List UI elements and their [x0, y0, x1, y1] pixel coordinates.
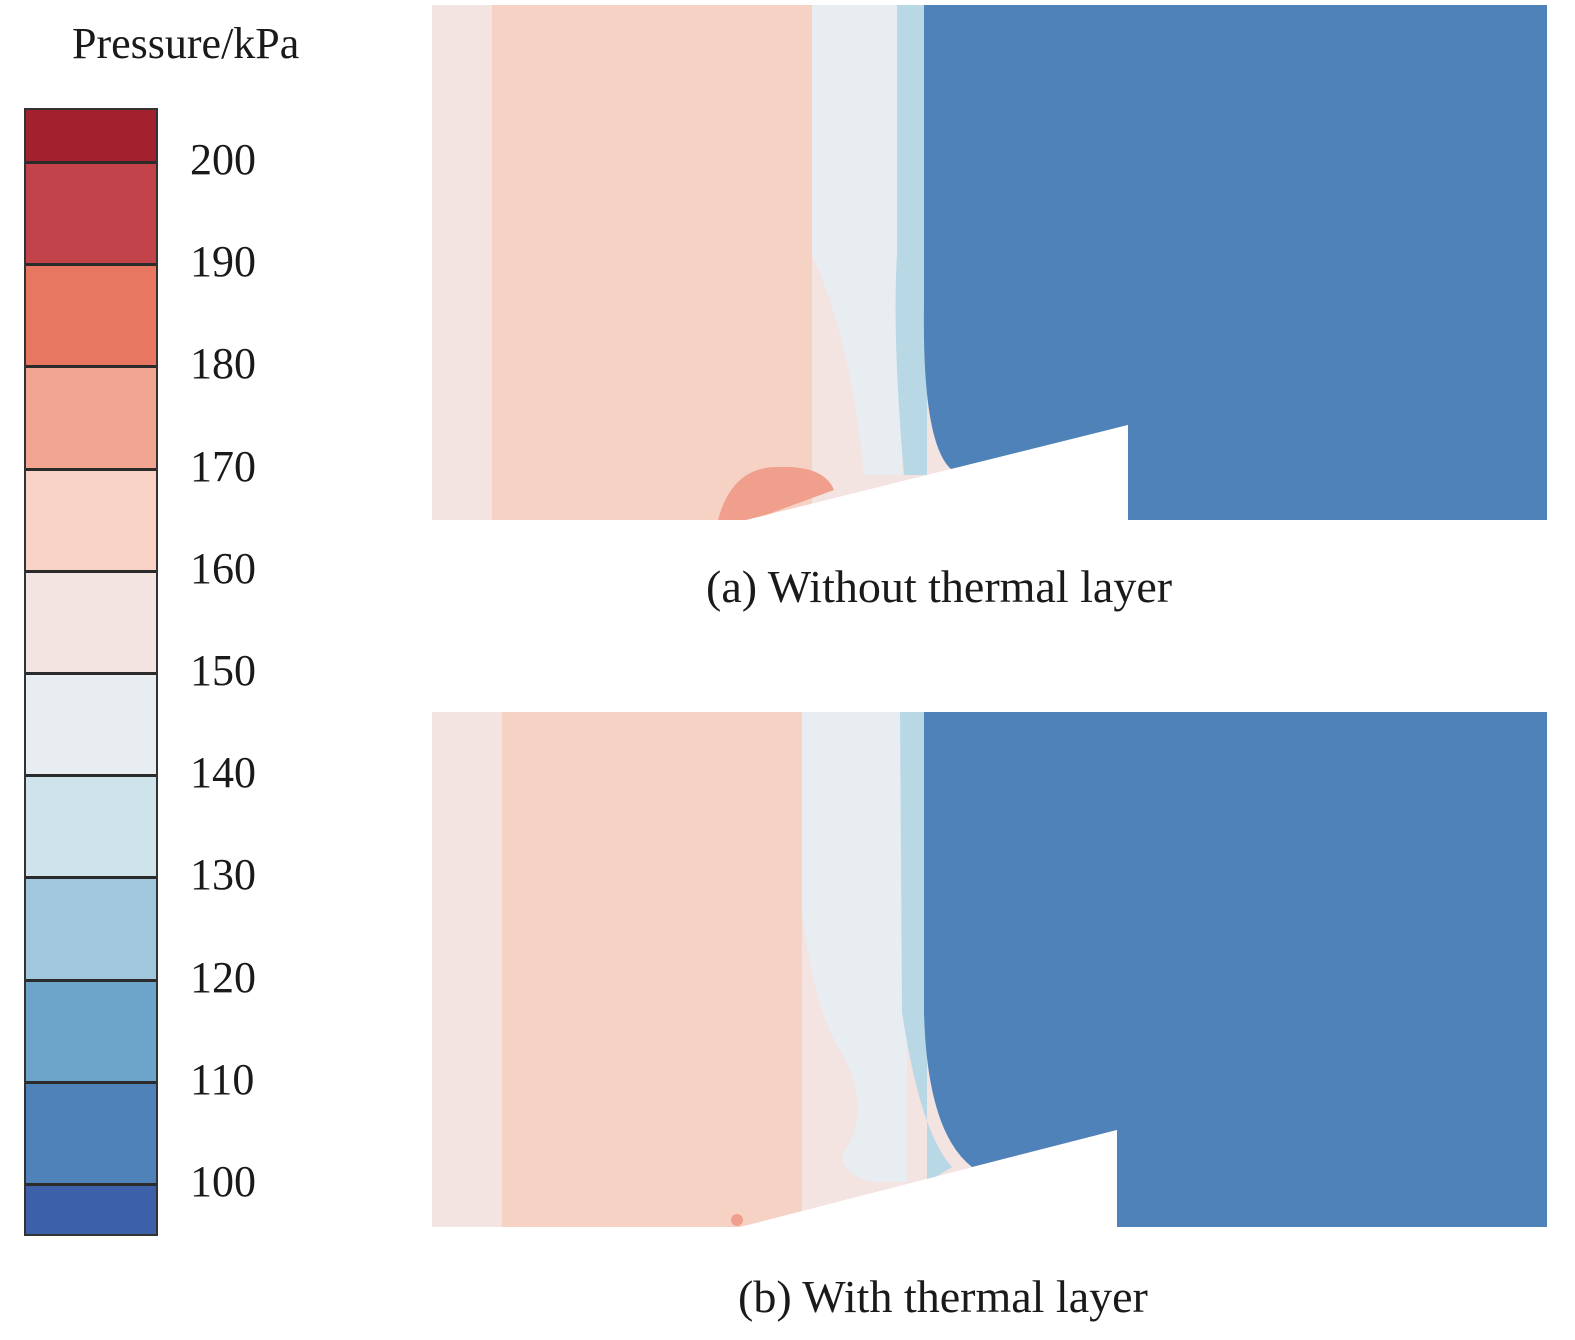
colorbar-band	[26, 468, 156, 571]
colorbar-tick-label: 150	[190, 646, 256, 695]
pressure-colorbar	[24, 108, 158, 1236]
colorbar-tick-label: 160	[190, 543, 256, 593]
caption-without-thermal-layer: (a) Without thermal layer	[706, 561, 1173, 612]
colorbar-tick-label: 100	[190, 1157, 256, 1206]
pressure-core	[502, 712, 802, 1227]
colorbar-band	[26, 162, 156, 265]
colorbar-band	[26, 570, 156, 673]
colorbar-tick-label: 120	[190, 952, 256, 1002]
colorbar-tick-label: 140	[190, 748, 256, 798]
colorbar-tick-label: 180	[190, 339, 256, 389]
colorbar-band	[26, 1184, 156, 1234]
colorbar-tick-label: 200	[190, 135, 256, 184]
contour-panel-with-thermal-layer	[432, 712, 1547, 1227]
colorbar-band	[26, 1081, 156, 1184]
hot-spot	[731, 1214, 743, 1226]
colorbar-band	[26, 775, 156, 878]
colorbar-divider	[26, 672, 156, 675]
wedge-gap	[746, 425, 1128, 520]
colorbar-band	[26, 877, 156, 980]
colorbar-tick-label: 170	[190, 441, 256, 491]
low-pressure-region	[924, 712, 1547, 1227]
contour-panel-without-thermal-layer	[432, 5, 1547, 520]
transition-band-mid	[895, 5, 927, 475]
colorbar-tick-label: 110	[190, 1054, 255, 1104]
colorbar-divider	[26, 1080, 156, 1084]
transition-band-light	[812, 5, 902, 475]
low-pressure-region	[923, 5, 1547, 520]
colorbar-divider	[26, 569, 156, 573]
legend-title: Pressure/kPa	[72, 19, 300, 68]
colorbar-divider	[26, 774, 156, 778]
transition-band-light	[802, 712, 907, 1182]
colorbar-tick-label: 190	[190, 237, 256, 287]
colorbar-band	[26, 366, 156, 469]
colorbar-divider	[26, 1183, 156, 1186]
colorbar-divider	[26, 161, 156, 164]
colorbar-divider	[26, 263, 156, 267]
hot-spot	[718, 466, 834, 520]
colorbar-band	[26, 979, 156, 1082]
caption-with-thermal-layer: (b) With thermal layer	[738, 1271, 1148, 1322]
colorbar-divider	[26, 876, 156, 880]
colorbar-tick-label: 130	[190, 850, 256, 900]
colorbar-divider	[26, 467, 156, 471]
colorbar-divider	[26, 365, 156, 369]
pressure-core	[492, 5, 812, 520]
colorbar-band	[26, 264, 156, 367]
colorbar-band	[26, 673, 156, 776]
wedge-gap	[740, 1130, 1117, 1227]
colorbar-band	[26, 110, 156, 162]
colorbar-divider	[26, 978, 156, 982]
